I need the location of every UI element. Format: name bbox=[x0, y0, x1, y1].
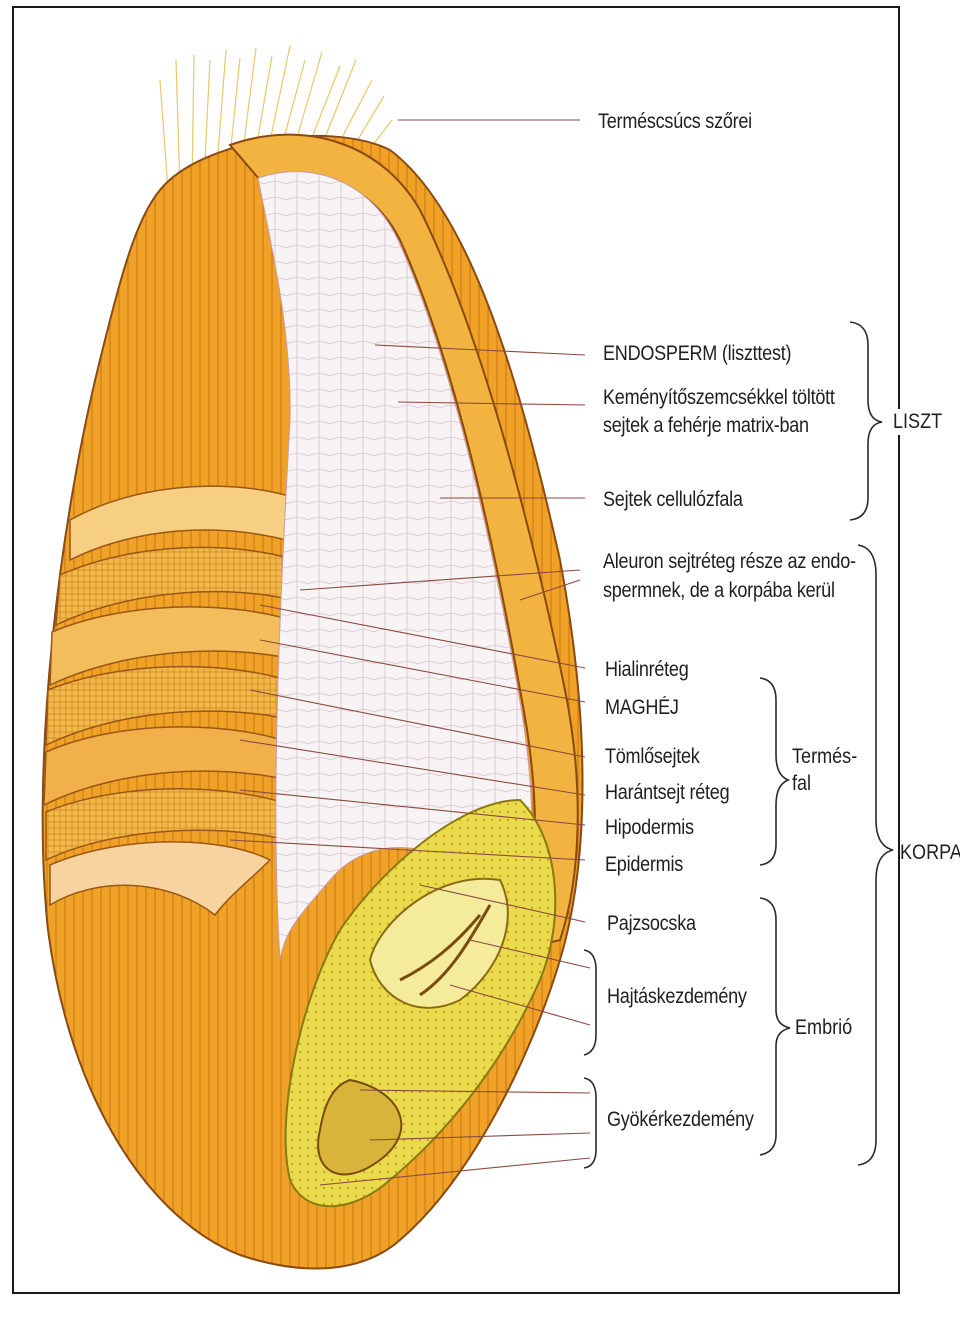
figure-frame bbox=[12, 6, 900, 1294]
bran-layer-sheets bbox=[43, 485, 341, 917]
root-primordium bbox=[317, 1078, 403, 1176]
group-pericarp-1: Termés- bbox=[792, 744, 858, 770]
group-flour: LISZT bbox=[893, 409, 943, 435]
label-tube-cells: Tömlősejtek bbox=[605, 745, 700, 768]
label-aleuron-1: Aleuron sejtréteg része az endo- bbox=[603, 550, 856, 573]
group-pericarp-2: fal bbox=[792, 771, 812, 797]
label-starch-cells-1: Keményítőszemcsékkel töltött bbox=[603, 386, 835, 409]
label-seed-coat: MAGHÉJ bbox=[605, 696, 679, 719]
scutellum-shoot bbox=[368, 877, 509, 1009]
label-hair-tip: Terméscsúcs szőrei bbox=[598, 110, 752, 133]
label-endosperm: ENDOSPERM (liszttest) bbox=[603, 342, 792, 365]
label-starch-cells-2: sejtek a fehérje matrix-ban bbox=[603, 414, 809, 437]
group-bran: KORPA bbox=[900, 841, 960, 864]
label-scutellum: Pajzsocska bbox=[607, 912, 696, 935]
label-cell-wall: Sejtek cellulózfala bbox=[603, 488, 743, 511]
label-hyaline: Hialinréteg bbox=[605, 658, 689, 681]
label-epidermis: Epidermis bbox=[605, 853, 683, 876]
label-shoot: Hajtáskezdemény bbox=[607, 985, 747, 1008]
label-hypodermis: Hipodermis bbox=[605, 816, 694, 839]
group-embryo: Embrió bbox=[795, 1015, 853, 1041]
leader-lines bbox=[229, 119, 591, 1186]
label-cross-cells: Harántsejt réteg bbox=[605, 781, 730, 804]
label-aleuron-2: spermnek, de a korpába kerül bbox=[603, 579, 835, 602]
grouping-braces bbox=[583, 321, 894, 1169]
label-root: Gyökérkezdemény bbox=[607, 1108, 754, 1131]
shoot-primordium bbox=[399, 904, 492, 997]
